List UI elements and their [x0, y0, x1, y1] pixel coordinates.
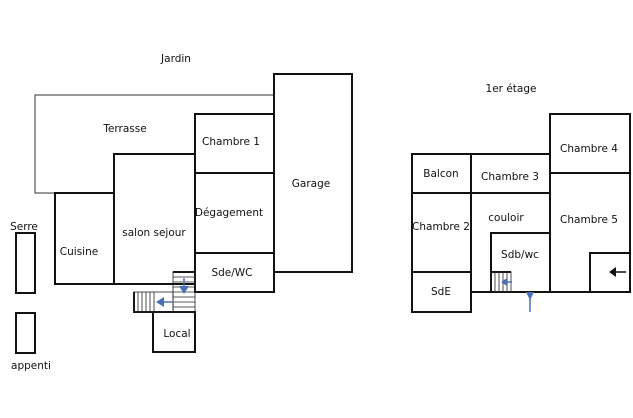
label-degagement: Dégagement — [195, 207, 263, 219]
label-couloir: couloir — [488, 212, 524, 224]
label-serre: Serre — [10, 221, 38, 233]
label-chambre-2: Chambre 2 — [412, 221, 470, 233]
entry-arrow-left-icon — [609, 267, 616, 277]
label-balcon: Balcon — [423, 168, 458, 180]
upper-stair-arrow-icon — [501, 278, 507, 286]
label-terrasse: Terrasse — [102, 123, 146, 135]
label-chambre-4: Chambre 4 — [560, 143, 618, 155]
label-chambre-1: Chambre 1 — [202, 136, 260, 148]
stair-arrow-left-icon — [156, 297, 164, 307]
label-salon-sejour: salon sejour — [122, 227, 186, 239]
label-local: Local — [163, 328, 190, 340]
first-floor: 1er étage Balcon Chambre 3 Chambre 4 Cha… — [411, 83, 631, 313]
label-garage: Garage — [292, 178, 330, 190]
upper-stair — [490, 271, 534, 312]
label-sdb-wc: Sdb/wc — [501, 249, 539, 261]
ground-stair — [133, 271, 196, 313]
label-chambre-3: Chambre 3 — [481, 171, 539, 183]
label-appenti: appenti — [11, 360, 51, 372]
room-cuisine — [54, 192, 115, 285]
upper-stair-landing — [589, 252, 630, 292]
label-cuisine: Cuisine — [60, 246, 98, 258]
appenti-shape — [15, 312, 36, 354]
terrasse-outline — [34, 94, 274, 194]
label-jardin: Jardin — [160, 53, 191, 65]
label-sde: SdE — [431, 286, 451, 298]
ground-floor: Jardin Terrasse Serre appenti Cuisine sa… — [10, 53, 353, 372]
room-garage — [273, 73, 353, 273]
room-sdb-wc — [490, 232, 550, 292]
label-sde-wc: Sde/WC — [211, 267, 252, 279]
serre-shape — [15, 232, 36, 294]
label-chambre-5: Chambre 5 — [560, 214, 618, 226]
stair-arrow-down-icon — [179, 286, 189, 294]
room-couloir — [471, 192, 551, 293]
room-salon-sejour — [113, 153, 196, 285]
label-1er-etage: 1er étage — [486, 83, 537, 95]
upper-arrow-down-icon — [526, 292, 534, 300]
